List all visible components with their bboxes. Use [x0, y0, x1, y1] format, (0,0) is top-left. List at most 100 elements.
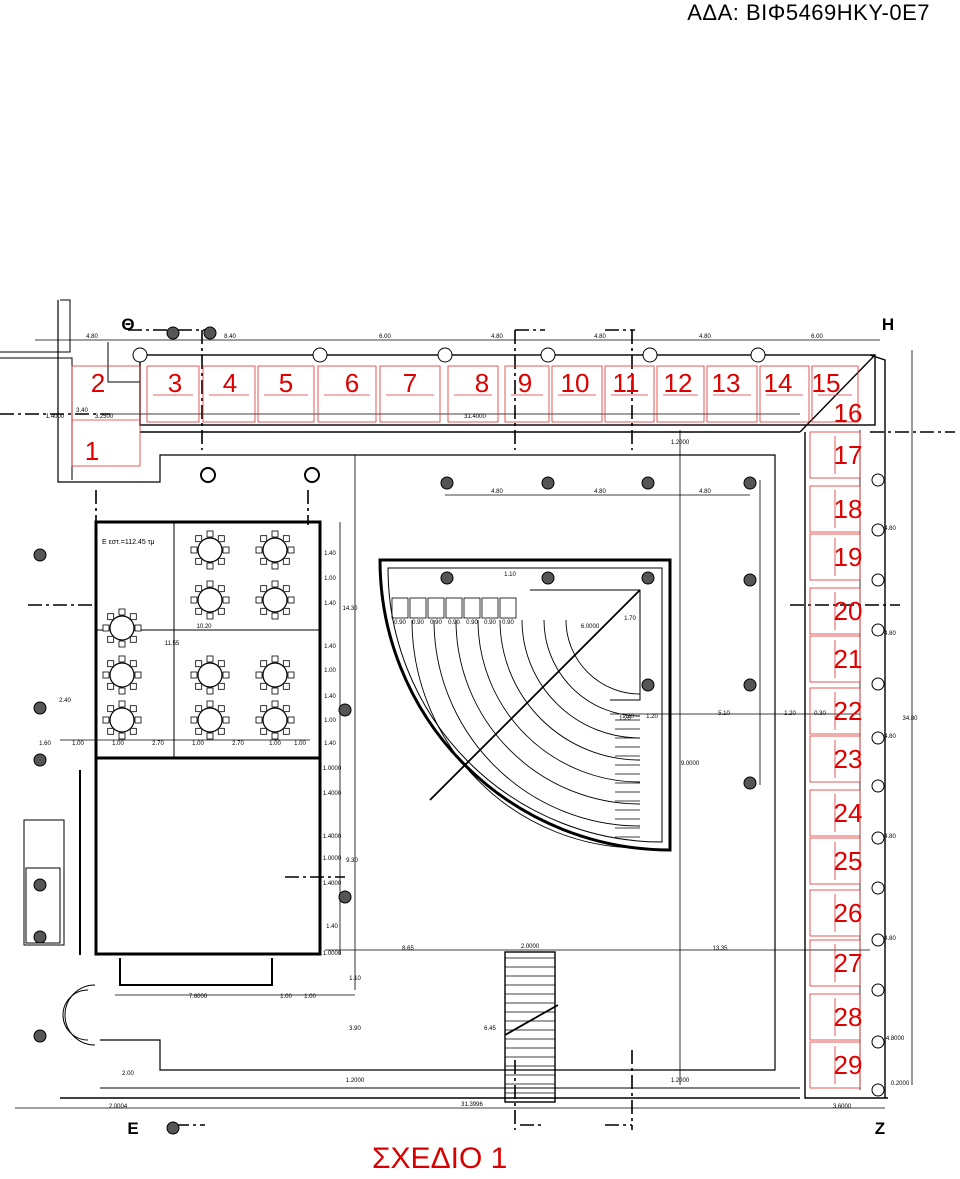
stall-number: 10 [561, 368, 590, 398]
grid-bubble [338, 703, 352, 717]
chair [107, 613, 115, 621]
stall-cell [809, 789, 861, 837]
grid-label-zeta: Ζ [875, 1119, 885, 1138]
dimension-label: 6.45 [484, 1026, 496, 1032]
dimension-label: 4.80 [884, 834, 896, 840]
chair [195, 557, 203, 565]
chair [195, 682, 203, 690]
dimension-label: 4.80 [491, 489, 503, 495]
dimension-label: 1.10 [349, 976, 361, 982]
stall-number: 2 [91, 368, 105, 398]
column-post [871, 473, 885, 487]
dimension-label: 1.00 [192, 741, 204, 747]
dimension-label: 0.90 [448, 620, 460, 626]
chair [129, 613, 137, 621]
chair [118, 732, 126, 740]
stall-number: 9 [518, 368, 532, 398]
grid-bubble [641, 678, 655, 692]
theatre-seat-block [445, 597, 463, 619]
room-area-label: Ε εστ.=112.45 τμ [102, 539, 155, 546]
stall-number: 12 [664, 368, 693, 398]
round-table [197, 707, 223, 733]
dimension-label: 0.90 [484, 620, 496, 626]
stall-cell [656, 365, 705, 423]
dimension-label: 0.90 [502, 620, 514, 626]
chair [195, 585, 203, 593]
stall-cell [809, 837, 861, 885]
dimension-label: 1.4000 [323, 791, 342, 797]
dimension-label: 1.40 [324, 694, 336, 700]
chair [195, 727, 203, 735]
dimension-label: 1.40 [324, 741, 336, 747]
chair [217, 682, 225, 690]
dimension-label: 1.40 [326, 924, 338, 930]
dimension-label: 1.40 [324, 644, 336, 650]
grid-bubble [33, 753, 47, 767]
grid-bubble [641, 476, 655, 490]
column-post [871, 573, 885, 587]
theatre-row [521, 619, 641, 739]
dimension-label: 6.00 [379, 334, 391, 340]
stall-cell [71, 365, 141, 467]
dimension-label: 1.60 [39, 741, 51, 747]
chair [260, 607, 268, 615]
stall-number: 22 [834, 696, 863, 726]
theatre-seat-block [409, 597, 427, 619]
chair [271, 580, 279, 588]
stall-number: 20 [834, 596, 863, 626]
dimension-label: 1.00 [324, 576, 336, 582]
column-post [871, 623, 885, 637]
chair [255, 596, 263, 604]
dimension-label: 3.90 [349, 1026, 361, 1032]
dimension-label: 1.00 [324, 718, 336, 724]
chair [260, 557, 268, 565]
round-table [197, 537, 223, 563]
stall-number: 5 [279, 368, 293, 398]
chair [206, 732, 214, 740]
chair [118, 700, 126, 708]
dimension-label: 1.00 [112, 741, 124, 747]
dimension-label: 0.90 [412, 620, 424, 626]
grid-bubble [166, 326, 180, 340]
column-post [871, 983, 885, 997]
dimension-label: 31.3996 [461, 1102, 483, 1108]
dimension-label: 1.70 [624, 616, 636, 622]
column-post [132, 347, 148, 363]
dimension-label: 1.20 [784, 711, 796, 717]
chair [271, 732, 279, 740]
column-post [437, 347, 453, 363]
chair [190, 671, 198, 679]
dimension-label: 1.40 [324, 601, 336, 607]
chair [260, 682, 268, 690]
theatre-seat-block [427, 597, 445, 619]
dimension-label: 4.80 [699, 334, 711, 340]
dimension-label: 3.40 [76, 408, 88, 414]
grid-bubble [166, 1121, 180, 1135]
stall-number: 4 [223, 368, 237, 398]
dimension-label: 0.90 [430, 620, 442, 626]
chair [260, 535, 268, 543]
grid-bubble [33, 878, 47, 892]
chair [129, 727, 137, 735]
chair [271, 687, 279, 695]
dimension-label: 2.40 [59, 698, 71, 704]
chair [287, 596, 295, 604]
chair [129, 635, 137, 643]
stall-cell [809, 635, 861, 683]
chair [260, 660, 268, 668]
stall-cell [809, 993, 861, 1041]
round-table [262, 662, 288, 688]
grid-bubble [641, 571, 655, 585]
chair [282, 535, 290, 543]
dimension-label: 10.20 [196, 624, 212, 630]
dimension-label: 9.0000 [681, 761, 700, 767]
stall-number: 8 [475, 368, 489, 398]
stall-cell [809, 1041, 861, 1089]
stall-cell [202, 365, 256, 423]
dimension-label: 2.00 [122, 1071, 134, 1077]
dimension-label: 4.80 [491, 334, 503, 340]
stall-cell [317, 365, 377, 423]
stall-number: 21 [834, 644, 863, 674]
stall-cell [146, 365, 200, 423]
